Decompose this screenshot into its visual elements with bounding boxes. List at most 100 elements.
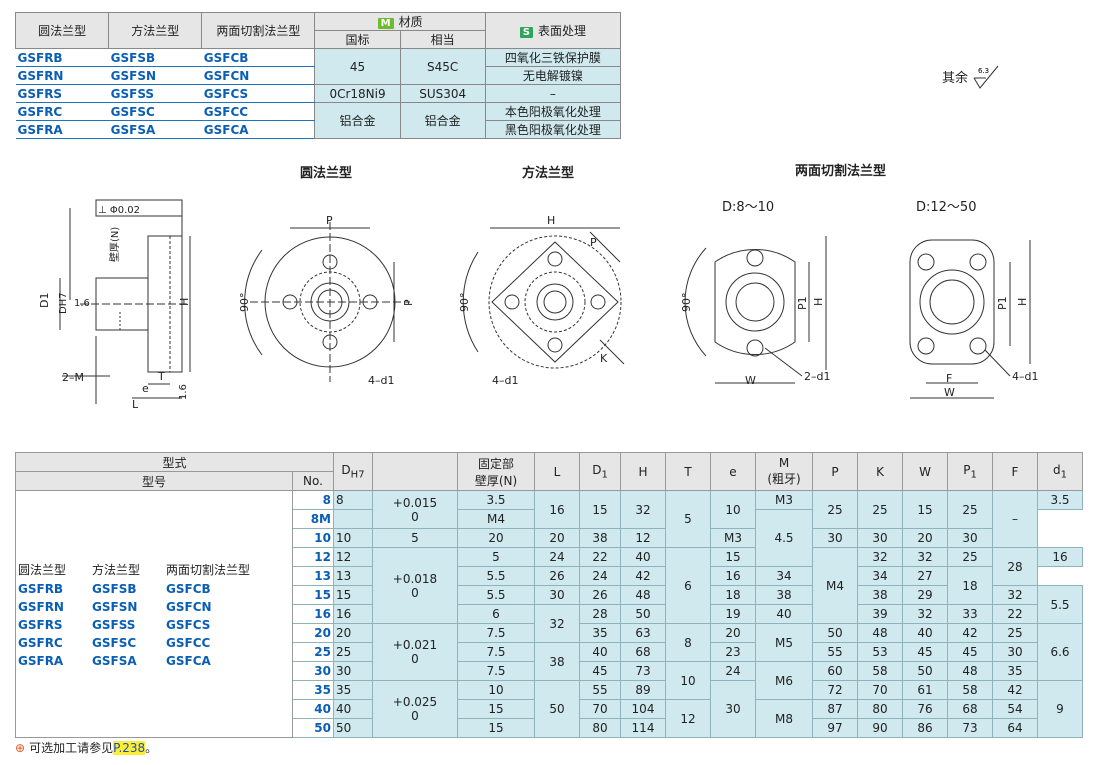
spec-m-cell: M4: [457, 509, 535, 529]
material-title: 材质: [398, 15, 423, 29]
spec-h-cell: 89: [620, 680, 666, 700]
mat-cell: 0Cr18Ni9: [314, 84, 401, 103]
spec-h-w: W: [902, 452, 948, 491]
spec-l-cell: 16: [534, 490, 580, 529]
mat-cell: SUS304: [399, 84, 486, 103]
type-code: GSFRN: [18, 599, 64, 614]
spec-h-cell: 104: [620, 699, 666, 719]
side-dh7: DH7: [58, 292, 69, 314]
spec-w-cell: 25: [947, 547, 993, 567]
footnote-link[interactable]: P.238: [113, 741, 146, 755]
spec-d1-cell: 4.5: [755, 509, 813, 567]
spec-d1-cell: 28: [579, 604, 621, 624]
roughness-value: 6.3: [978, 67, 989, 75]
spec-p-cell: 87: [812, 699, 858, 719]
spec-h-cell: 73: [620, 661, 666, 681]
spec-no: 8: [292, 490, 334, 510]
spec-p-cell: 50: [812, 623, 858, 643]
spec-l-cell: 30: [534, 585, 580, 605]
round-deg: 90°: [238, 293, 251, 313]
side-r16b: 1.6: [178, 384, 189, 400]
spec-h-cell: 38: [579, 528, 621, 548]
spec-f-cell: 54: [992, 699, 1038, 719]
code: GSFSN: [108, 66, 202, 85]
spec-h-cell: 68: [620, 642, 666, 662]
cut1-deg: 90°: [680, 293, 693, 313]
spec-p-cell: 25: [812, 490, 858, 529]
spec-d1-cell: 15: [579, 490, 621, 529]
code: GSFCA: [201, 120, 315, 139]
spec-k-cell: 32: [902, 547, 948, 567]
round-p-side: P: [402, 299, 415, 306]
round-title: 圆法兰型: [300, 166, 353, 181]
spec-w-cell: 32: [902, 604, 948, 624]
spec-e-cell: 12: [620, 528, 666, 548]
square-k: K: [600, 352, 608, 365]
spec-m-cell: M3: [710, 528, 756, 548]
spec-e-cell: 10: [710, 490, 756, 529]
cut1-p1: P1: [796, 296, 809, 310]
roughness-note: 其余 6.3: [942, 64, 1002, 90]
spec-d1-cell: 80: [579, 718, 621, 738]
spec-h-e: e: [710, 452, 756, 491]
spec-f-cell: 35: [992, 661, 1038, 681]
spec-w-cell: 20: [902, 528, 948, 548]
spec-h-cell: 50: [620, 604, 666, 624]
spec-p-cell: 60: [812, 661, 858, 681]
spec-p1-cell: 42: [947, 623, 993, 643]
spec-d1-cell: 24: [579, 566, 621, 586]
spec-n-cell: 10: [457, 680, 535, 700]
type-code: GSFSS: [92, 617, 136, 632]
spec-n-cell: 7.5: [457, 623, 535, 643]
mat-gb: 国标: [314, 30, 401, 49]
spec-d-cell: 35: [333, 680, 373, 700]
spec-d1-cell: 35: [579, 623, 621, 643]
round-p-top: P: [326, 214, 333, 227]
spec-tol-cell: +0.018 0: [372, 547, 458, 624]
spec-e-cell: 24: [710, 661, 756, 681]
spec-m-cell: M4: [812, 547, 858, 624]
spec-h-t: T: [665, 452, 711, 491]
cut1-w: W: [745, 374, 756, 387]
cut2-h: H: [1016, 298, 1029, 306]
spec-w-cell: 29: [902, 585, 948, 605]
type-code: GSFSA: [92, 653, 137, 668]
spec-n-cell: 7.5: [457, 642, 535, 662]
footnote: ⊕可选加工请参见P.238。: [15, 739, 157, 756]
type-code: GSFSC: [92, 635, 137, 650]
spec-d-cell: 8: [333, 490, 373, 510]
spec-h-model: 型号: [15, 471, 293, 491]
spec-n-cell: 5.5: [457, 585, 535, 605]
spec-p1-cell: 73: [947, 718, 993, 738]
spec-p1-cell: 68: [947, 699, 993, 719]
spec-h-cell: 114: [620, 718, 666, 738]
spec-w-cell: 76: [902, 699, 948, 719]
spec-p-cell: 30: [812, 528, 858, 548]
code: GSFSS: [108, 84, 202, 103]
spec-n-cell: 3.5: [457, 490, 535, 510]
surface-badge: S: [519, 27, 533, 38]
spec-t-cell: 12: [665, 699, 711, 738]
spec-w-cell: 15: [902, 490, 948, 529]
spec-f-cell: 30: [992, 642, 1038, 662]
spec-no: 40: [292, 699, 334, 719]
spec-e-cell: 20: [710, 623, 756, 643]
spec-d1-cell: 9: [1037, 680, 1083, 738]
spec-no: 35: [292, 680, 334, 700]
roughness-label: 其余: [942, 71, 969, 86]
spec-d-cell: 20: [333, 623, 373, 643]
spec-m-cell: M8: [755, 699, 813, 738]
spec-tol-cell: +0.021 0: [372, 623, 458, 681]
spec-f-cell: 16: [1037, 547, 1083, 567]
side-h: H: [178, 298, 191, 306]
spec-e-cell: 19: [710, 604, 756, 624]
type-code: GSFCC: [166, 635, 211, 650]
spec-f-cell: 18: [947, 566, 993, 605]
spec-p-cell: 34: [755, 566, 813, 586]
spec-d1-cell: 55: [579, 680, 621, 700]
mat-eq: 相当: [399, 30, 486, 49]
spec-p1-cell: 58: [947, 680, 993, 700]
